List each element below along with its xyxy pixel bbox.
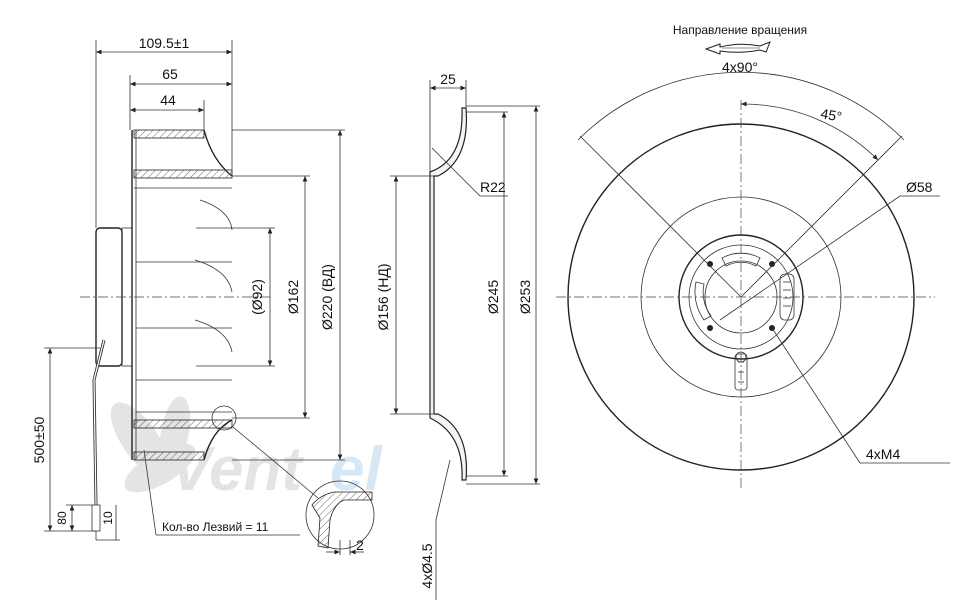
dim-dia-58: Ø58 [906,179,933,195]
dim-detail-2: 2 [356,537,364,553]
bottom-ring [133,419,233,429]
inlet-ring-profile [429,107,468,481]
dim-cable-length: 500±50 [31,416,47,463]
top-ring [133,169,233,179]
watermark-text-vent: Vent [170,435,304,504]
dim-angle-4x90: 4x90° [722,59,758,75]
top-shroud [133,129,205,139]
hub-arc-top [721,252,761,267]
cable [91,339,106,540]
dim-dia-253: Ø253 [517,280,533,314]
dim-dia-162: Ø162 [285,280,301,314]
dim-radius-22: R22 [480,179,506,195]
bottom-shroud [133,451,205,461]
dim-length-65: 65 [162,66,178,82]
watermark: Vent el [110,396,383,504]
front-view: 4x90° 45° Ø58 4xM4 Направление вращения [556,23,950,490]
detail-view: 2 [305,480,375,555]
rotation-arrow-icon [704,41,771,55]
dim-dia-245: Ø245 [485,280,501,314]
dim-cable-80: 80 [55,511,69,525]
dim-dia-92: (Ø92) [249,279,265,315]
dim-dia-220: Ø220 (ВД) [319,264,335,330]
dim-width-25: 25 [440,71,456,87]
rotation-direction-label: Направление вращения [673,23,807,37]
inlet-ring-view: 25 R22 Ø156 (НД) Ø245 Ø253 4xØ4.5 [375,71,540,600]
dim-angle-45: 45° [819,105,843,124]
dim-overall-length: 109.5±1 [139,35,190,51]
angle-arc-45 [740,101,879,161]
dim-length-44: 44 [160,92,176,108]
impeller-blades [136,199,233,413]
side-view: 109.5±1 65 44 (Ø92) Ø162 Ø220 (ВД) 500±5… [31,35,375,555]
note-blade-count: Кол-во Лезвий = 11 [162,520,269,534]
dim-holes-45: 4xØ4.5 [419,543,435,588]
dim-dia-156: Ø156 (НД) [375,263,391,330]
mounting-holes [707,261,775,331]
dim-thread-m4: 4xM4 [866,446,900,462]
dim-cable-10: 10 [101,511,115,525]
